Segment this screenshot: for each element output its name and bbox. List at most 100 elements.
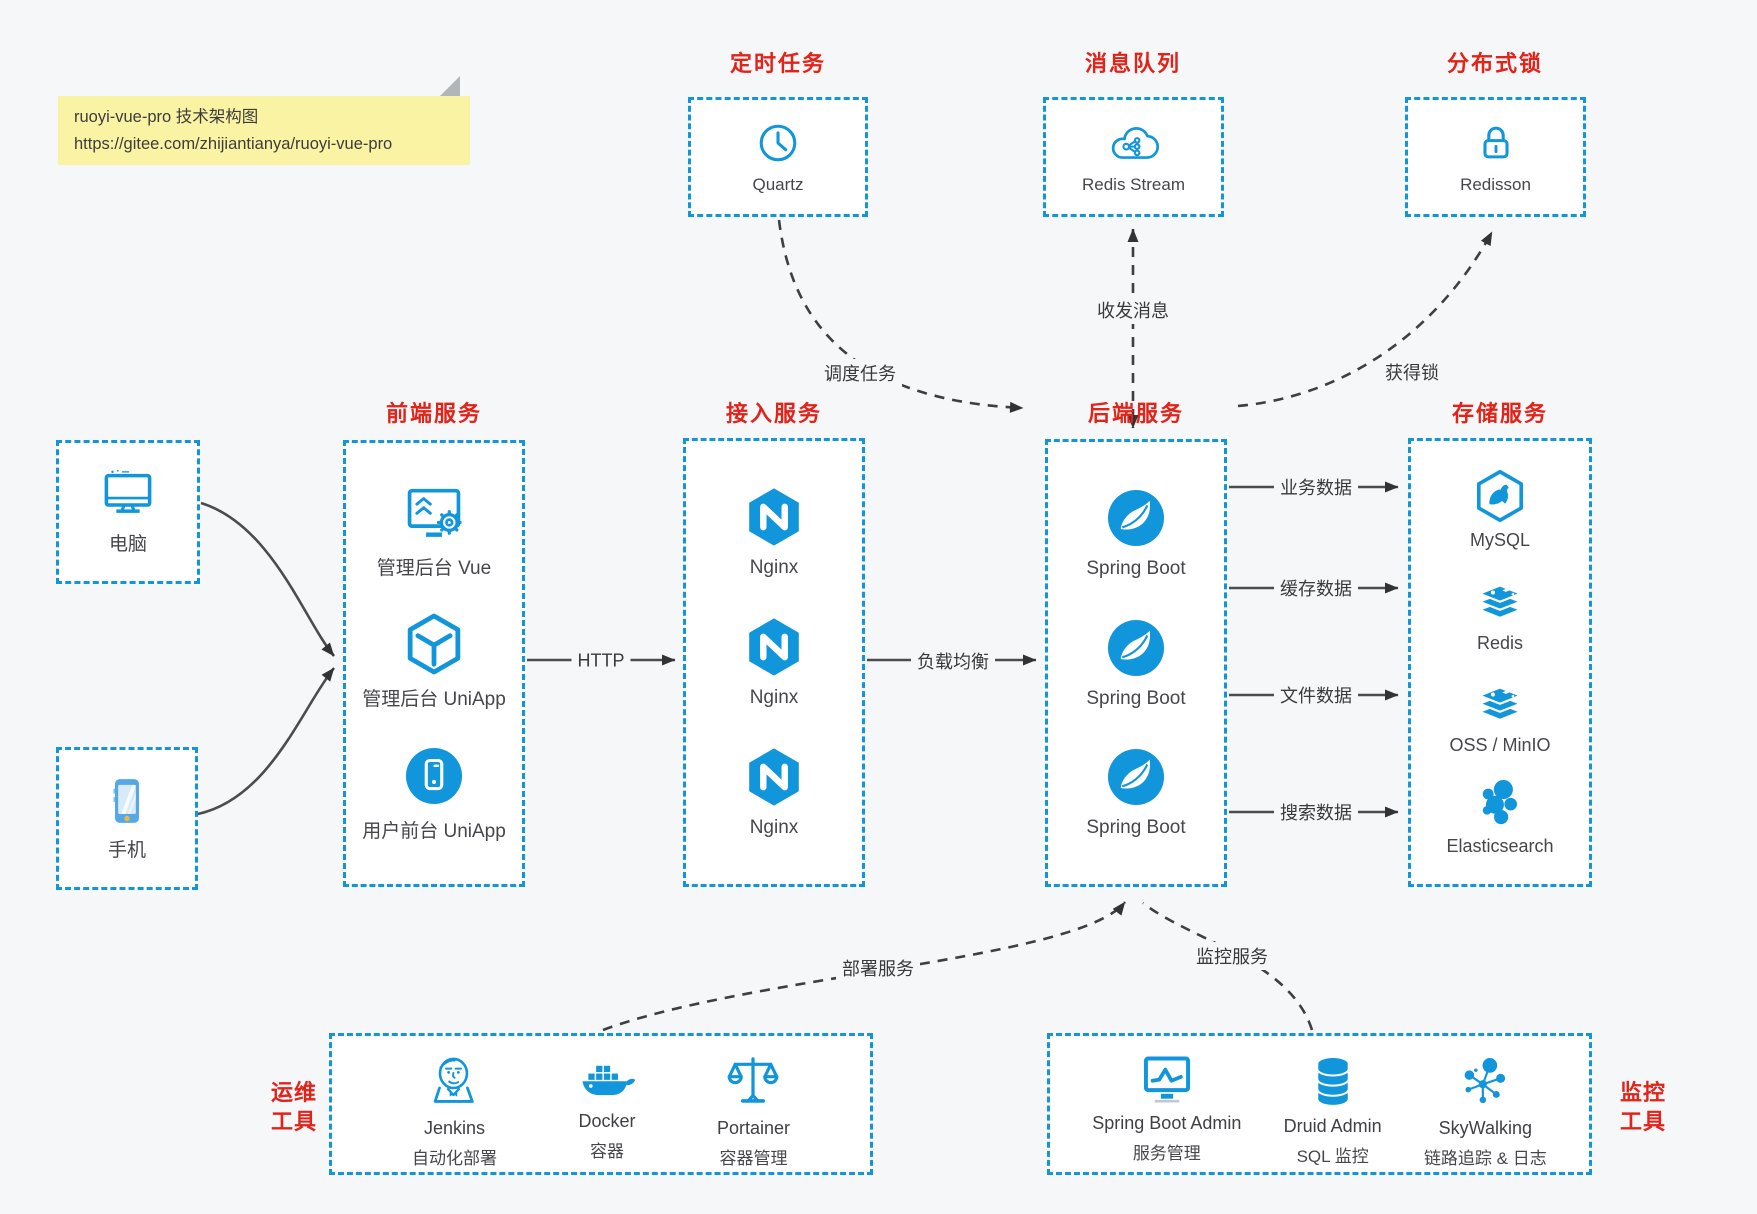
edge-acquire-lock [1237, 231, 1494, 408]
pc-client-node: 电脑 [56, 440, 200, 584]
node-springboot-1: Spring Boot [1086, 487, 1186, 580]
portainer-name: Portainer [716, 1118, 790, 1138]
oss-stack-icon [1478, 686, 1522, 722]
quartz-label: Quartz [752, 174, 804, 194]
jenkins-name: Jenkins [423, 1118, 485, 1138]
portainer-icon [728, 1057, 779, 1103]
redis-stream-label: Redis Stream [1082, 174, 1185, 194]
group-title-gateway: 接入服务 [725, 401, 823, 426]
node-nginx-1: Nginx [743, 486, 805, 579]
springboot-admin-desc: 服务管理 [1132, 1144, 1201, 1163]
skywalking-name: SkyWalking [1438, 1118, 1533, 1138]
springboot-admin-name: Spring Boot Admin [1092, 1113, 1242, 1133]
edge-phone-to-frontend [197, 667, 336, 816]
nginx-icon [749, 488, 799, 546]
edge-label-cache-data: 缓存数据 [1274, 574, 1358, 602]
database-icon [1315, 1055, 1350, 1107]
ops-tools-group: Jenkins 自动化部署 Docker 容器 [329, 1033, 873, 1175]
node-docker: Docker 容器 [577, 1053, 637, 1162]
clock-icon [759, 124, 797, 161]
ops-tools-title: 运维 工具 [270, 1080, 318, 1135]
desktop-icon [104, 469, 152, 513]
node-springboot-admin: Spring Boot Admin 服务管理 [1092, 1053, 1241, 1164]
group-title-scheduler: 定时任务 [729, 51, 827, 76]
redisson-node: Redisson [1405, 97, 1586, 217]
docker-name: Docker [578, 1111, 636, 1131]
edge-label-deploy: 部署服务 [836, 954, 920, 982]
user-uniapp-label: 用户前台 UniApp [362, 820, 506, 842]
edge-pc-to-frontend [200, 501, 335, 657]
note-url: https://gitee.com/zhijiantianya/ruoyi-vu… [74, 134, 393, 153]
mobile-label: 手机 [107, 839, 146, 861]
nginx-icon [749, 748, 799, 806]
docker-icon [582, 1065, 636, 1096]
node-springboot-3: Spring Boot [1086, 746, 1186, 839]
node-jenkins: Jenkins 自动化部署 [412, 1053, 497, 1169]
note-title: ruoyi-vue-pro 技术架构图 [74, 108, 259, 126]
uniapp-cube-icon [407, 613, 461, 675]
group-title-storage: 存储服务 [1451, 401, 1549, 426]
backend-group: Spring Boot Spring Boot Spring Boot [1045, 439, 1227, 887]
redis-stream-node: Redis Stream [1043, 97, 1224, 217]
spring-icon [1107, 749, 1165, 806]
admin-vue-label: 管理后台 Vue [376, 557, 492, 579]
topology-icon [1464, 1058, 1506, 1104]
node-user-uniapp: 用户前台 UniApp [362, 745, 506, 843]
edge-label-search-data: 搜索数据 [1274, 798, 1358, 826]
edge-label-file-data: 文件数据 [1274, 681, 1358, 709]
edge-label-dispatch: 调度任务 [818, 359, 902, 387]
spring-icon [1107, 619, 1165, 676]
skywalking-desc: 链路追踪 & 日志 [1423, 1149, 1547, 1168]
sticky-note: ruoyi-vue-pro 技术架构图 https://gitee.com/zh… [58, 76, 470, 166]
redis-label: Redis [1476, 632, 1524, 653]
node-mysql: MySQL [1470, 468, 1530, 551]
node-druid-admin: Druid Admin SQL 监控 [1284, 1053, 1382, 1167]
admin-vue-icon [407, 488, 462, 537]
node-redis: Redis [1472, 571, 1528, 654]
monitoring-tools-title: 监控 工具 [1619, 1080, 1667, 1135]
monitoring-tools-group: Spring Boot Admin 服务管理 Druid Admin SQL 监… [1047, 1033, 1592, 1175]
node-springboot-2: Spring Boot [1086, 617, 1186, 710]
docker-desc: 容器 [589, 1142, 624, 1161]
edge-label-messaging: 收发消息 [1091, 296, 1175, 324]
druid-admin-desc: SQL 监控 [1296, 1147, 1369, 1166]
group-title-lock: 分布式锁 [1446, 51, 1544, 76]
portainer-desc: 容器管理 [719, 1149, 788, 1168]
mobile-client-node: 手机 [56, 747, 198, 890]
node-portainer: Portainer 容器管理 [717, 1053, 790, 1169]
springboot-label: Spring Boot [1086, 817, 1186, 839]
mysql-icon [1476, 470, 1524, 523]
springboot-label: Spring Boot [1086, 687, 1186, 709]
nginx-label: Nginx [749, 817, 799, 838]
user-uniapp-icon [405, 747, 463, 804]
jenkins-icon [434, 1057, 475, 1103]
smartphone-icon [113, 778, 139, 823]
padlock-icon [1482, 126, 1509, 158]
edge-label-monitor: 监控服务 [1190, 942, 1274, 970]
node-oss-minio: OSS / MinIO [1449, 673, 1551, 756]
edge-label-load-balance: 负载均衡 [911, 647, 995, 675]
edge-label-http: HTTP [571, 649, 631, 673]
node-admin-vue: 管理后台 Vue [377, 485, 491, 580]
group-title-queue: 消息队列 [1084, 51, 1182, 76]
group-title-frontend: 前端服务 [385, 401, 483, 426]
frontend-group: 管理后台 Vue 管理后台 UniApp 用户前台 UniApp [343, 440, 525, 887]
node-nginx-2: Nginx [743, 616, 805, 709]
edge-label-acquire-lock: 获得锁 [1379, 358, 1445, 386]
cloud-share-icon [1111, 126, 1159, 159]
spring-icon [1107, 489, 1165, 546]
storage-group: MySQL Redis [1408, 438, 1592, 887]
nginx-label: Nginx [749, 557, 799, 578]
mysql-label: MySQL [1469, 530, 1530, 551]
nginx-icon [749, 618, 799, 676]
jenkins-desc: 自动化部署 [411, 1149, 497, 1168]
springboot-label: Spring Boot [1086, 557, 1186, 579]
group-title-backend: 后端服务 [1087, 401, 1185, 426]
redisson-label: Redisson [1460, 174, 1531, 194]
node-admin-uniapp: 管理后台 UniApp [362, 613, 506, 711]
elasticsearch-icon [1482, 779, 1517, 824]
admin-monitor-icon [1143, 1056, 1190, 1103]
druid-admin-name: Druid Admin [1283, 1116, 1382, 1136]
node-skywalking: SkyWalking 链路追踪 & 日志 [1424, 1053, 1547, 1169]
